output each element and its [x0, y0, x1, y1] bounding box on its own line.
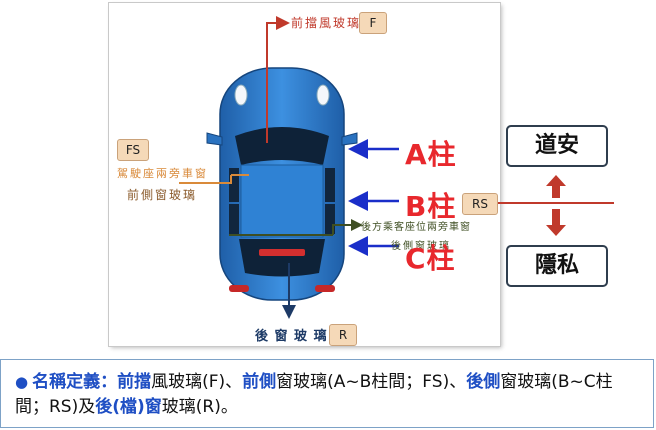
definition-segment: 窗玻璃(A~B柱間；FS)、 [276, 372, 467, 392]
definition-segment: 名稱定義 [32, 372, 101, 392]
definition-segment: 玻璃(R)。 [161, 397, 238, 417]
definition-segment: 後(檔)窗 [95, 397, 162, 417]
privacy-box: 隱私 [506, 245, 608, 287]
definition-segment: 後側 [466, 372, 501, 392]
front-windshield-arrow [266, 16, 290, 143]
a-pillar-label: A柱 [405, 138, 457, 171]
definition-bar: ●名稱定義：前擋風玻璃(F)、前側窗玻璃(A~B柱間；FS)、後側窗玻璃(B~C… [0, 359, 654, 428]
tag-front-side: FS [117, 139, 149, 161]
front-windshield-label: 前擋風玻璃 [291, 16, 362, 30]
tag-rear-side: RS [462, 193, 498, 215]
rear-side-label-line2: 後側窗玻璃 [391, 241, 451, 252]
down-arrow-icon [546, 209, 566, 236]
front-side-label-line1: 駕駛座兩旁車窗 [117, 167, 208, 180]
front-side-leader [179, 175, 232, 184]
definition-segment: ： [100, 372, 118, 392]
diagram-frame: 前擋風玻璃 F FS 駕駛座兩旁車窗 前側窗玻璃 後方乘客座位兩旁車窗 後側窗玻… [109, 3, 500, 346]
definition-segment: 前側 [242, 372, 277, 392]
rear-side-label-line1: 後方乘客座位兩旁車窗 [361, 222, 471, 233]
rear-side-leader [332, 219, 363, 235]
up-arrow-icon [546, 175, 566, 198]
tag-rear: R [329, 324, 357, 346]
bullet-icon: ● [15, 373, 29, 391]
rear-window-label: 後 窗 玻 璃 [255, 329, 328, 344]
b-pillar-label: B柱 [405, 190, 457, 223]
definition-segment: 前擋 [117, 372, 152, 392]
front-side-label-line2: 前側窗玻璃 [127, 188, 198, 202]
car-body [206, 67, 358, 301]
definition-segment: 風玻璃(F)、 [151, 372, 243, 392]
c-pillar-label: C柱 [405, 242, 456, 275]
road-safety-box: 道安 [506, 125, 608, 167]
car-diagram [179, 16, 399, 319]
tag-front: F [359, 12, 387, 34]
definition-text: ●名稱定義：前擋風玻璃(F)、前側窗玻璃(A~B柱間；FS)、後側窗玻璃(B~C… [15, 370, 645, 420]
side-graphics [490, 175, 614, 236]
definition-segment: 窗玻璃(B~C柱間；RS)及 [15, 372, 613, 417]
